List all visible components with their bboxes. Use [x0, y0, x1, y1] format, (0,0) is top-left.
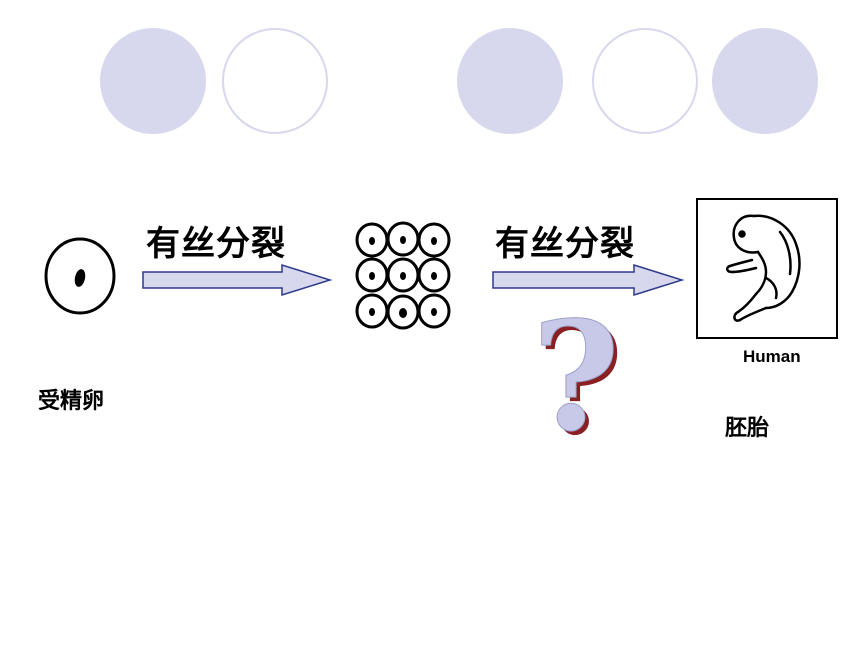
- embryo-illustration: [696, 198, 838, 339]
- mitosis-arrow-1: [142, 263, 333, 297]
- svg-text:?: ?: [532, 289, 620, 465]
- header-circle-4: [592, 28, 698, 134]
- embryo-label: 胚胎: [725, 416, 770, 441]
- header-circle-3: [457, 28, 563, 134]
- zygote-label: 受精卵: [38, 389, 105, 414]
- mitosis-arrow-2: [492, 263, 685, 297]
- mitosis-arrow-label-2: 有丝分裂: [495, 224, 635, 264]
- zygote-cell-icon: [44, 237, 116, 315]
- svg-text:?: ?: [536, 293, 624, 469]
- question-mark-icon: ? ?: [532, 289, 624, 470]
- header-circle-2: [222, 28, 328, 134]
- embryo-caption: Human: [743, 347, 801, 366]
- header-circle-1: [100, 28, 206, 134]
- cell-cluster-icon: [355, 221, 451, 330]
- header-circle-5: [712, 28, 818, 134]
- mitosis-arrow-label-1: 有丝分裂: [146, 224, 286, 264]
